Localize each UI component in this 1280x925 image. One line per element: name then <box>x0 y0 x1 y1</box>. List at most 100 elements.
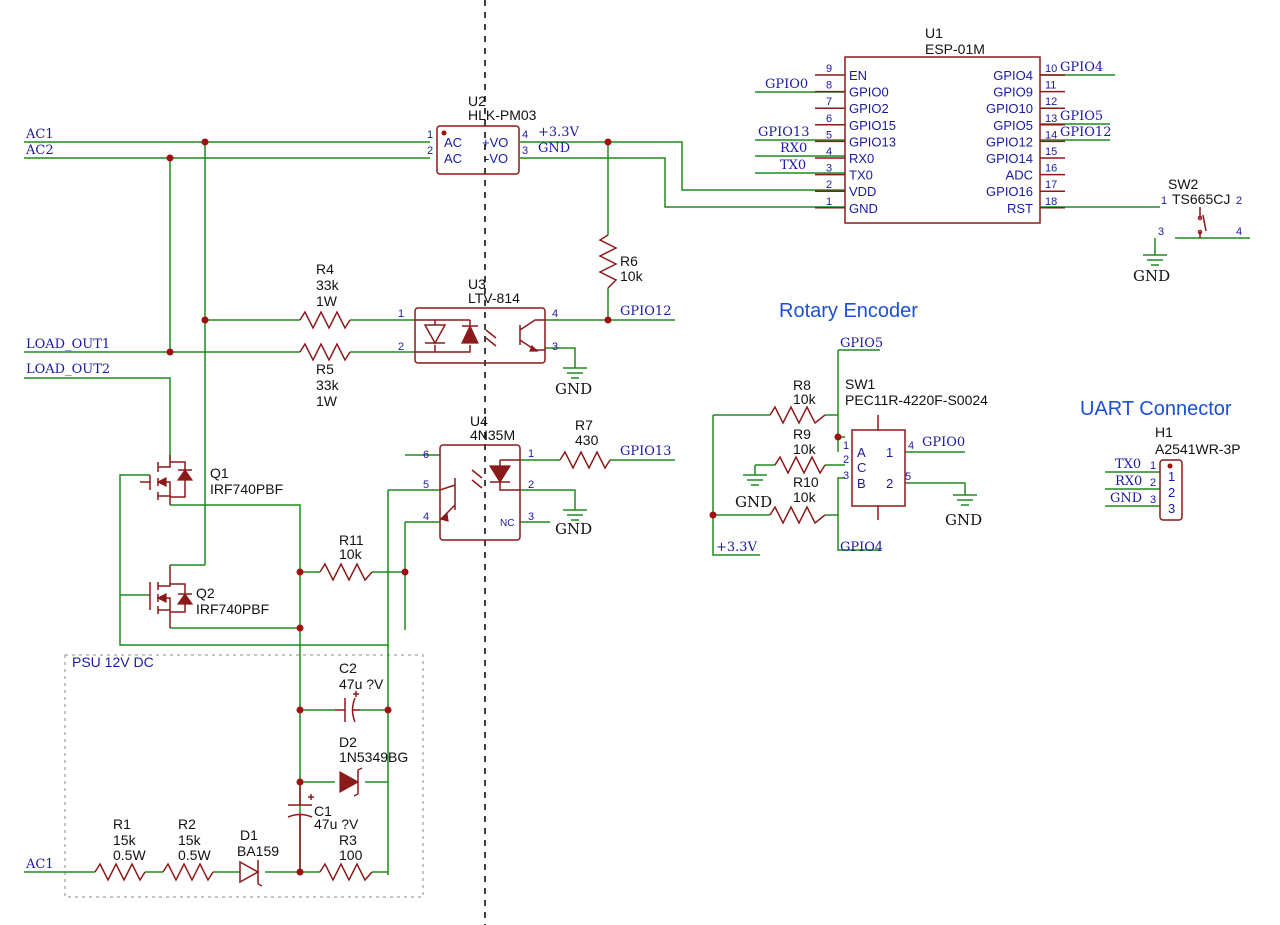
u1-pin-name: GPIO9 <box>993 85 1033 100</box>
resistor-r3[interactable]: R3 100 <box>319 832 373 882</box>
u1-pin-name: RST <box>1007 201 1033 216</box>
resistor-r9[interactable]: R9 10k <box>774 426 826 475</box>
net-ac1-psu: AC1 <box>25 857 54 872</box>
sw1-pec11r[interactable]: SW1 PEC11R-4220F-S0024 1 2 3 4 5 A C B 1… <box>843 376 988 520</box>
net-3v3-enc: +3.3V <box>716 540 758 555</box>
svg-text:1: 1 <box>1150 460 1156 472</box>
u1-pin-name: TX0 <box>849 168 873 183</box>
u4-4n35m[interactable]: U4 4N35M 6 5 4 1 2 3 NC <box>423 413 534 541</box>
mosfet-q2[interactable]: Q2 IRF740PBF <box>149 564 269 628</box>
svg-text:3: 3 <box>1150 494 1156 506</box>
gnd-symbol-u3: GND <box>555 367 592 398</box>
u1-pin-number: 5 <box>826 129 832 141</box>
svg-text:15k: 15k <box>113 832 137 848</box>
svg-text:10k: 10k <box>793 441 817 457</box>
svg-text:33k: 33k <box>316 377 340 393</box>
resistor-r6[interactable]: R6 10k <box>598 234 644 289</box>
mosfet-q1[interactable]: Q1 IRF740PBF <box>140 455 283 505</box>
svg-text:IRF740PBF: IRF740PBF <box>196 601 269 617</box>
u1-pin-number: 16 <box>1045 163 1057 175</box>
net-ac2: AC2 <box>25 143 54 158</box>
svg-text:10k: 10k <box>793 391 817 407</box>
h1-uart-header[interactable]: H1 A2541WR-3P 1 2 3 1 2 3 <box>1150 424 1241 521</box>
svg-text:-VO: -VO <box>485 151 508 166</box>
resistor-r5[interactable]: R5 33k 1W <box>299 342 351 409</box>
sw2-ts665cj[interactable]: SW2 TS665CJ 1 2 3 4 <box>1158 176 1242 238</box>
u1-pin-name: GPIO16 <box>986 184 1033 199</box>
svg-text:NC: NC <box>500 518 514 529</box>
u1-pin-number: 18 <box>1045 196 1057 208</box>
svg-text:HLK-PM03: HLK-PM03 <box>468 107 537 123</box>
svg-text:R5: R5 <box>316 361 334 377</box>
svg-text:U4: U4 <box>470 413 488 429</box>
diode-d1[interactable]: D1 BA159 <box>237 827 279 887</box>
svg-text:3: 3 <box>528 511 534 523</box>
svg-text:BA159: BA159 <box>237 843 279 859</box>
wires <box>24 74 1250 875</box>
svg-text:A: A <box>857 445 866 460</box>
net-gpio12-u3: GPIO12 <box>620 304 671 319</box>
net-3v3-u2: +3.3V <box>538 125 580 140</box>
net-load-out1: LOAD_OUT1 <box>26 337 110 352</box>
net-gpio5-enc: GPIO5 <box>840 336 883 351</box>
u3-ltv-814[interactable]: U3 LTV-814 1 2 4 3 <box>398 276 558 364</box>
svg-text:4: 4 <box>552 308 558 320</box>
u1-pin-name: ADC <box>1006 168 1033 183</box>
net-labels: AC1 AC2 LOAD_OUT1 LOAD_OUT2 +3.3V GND GP… <box>25 60 1142 872</box>
svg-text:R3: R3 <box>339 832 357 848</box>
resistor-r11[interactable]: R11 10k <box>319 532 373 582</box>
svg-text:AC: AC <box>444 151 462 166</box>
resistor-r7[interactable]: R7 430 <box>559 417 611 470</box>
u2-hlk-pm03[interactable]: U2 HLK-PM03 1 2 4 3 AC AC +VO -VO <box>427 93 537 175</box>
svg-text:C2: C2 <box>339 660 357 676</box>
svg-text:R7: R7 <box>575 417 593 433</box>
svg-text:A2541WR-3P: A2541WR-3P <box>1155 441 1241 457</box>
u1-pin-name: GPIO2 <box>849 101 889 116</box>
resistor-r1[interactable]: R1 15k 0.5W <box>94 816 146 882</box>
svg-text:R6: R6 <box>620 253 638 269</box>
net-gpio0-u1: GPIO0 <box>765 77 808 92</box>
svg-text:100: 100 <box>339 847 363 863</box>
svg-text:0.5W: 0.5W <box>113 847 146 863</box>
net-gpio13-r7: GPIO13 <box>620 444 671 459</box>
svg-text:10k: 10k <box>793 489 817 505</box>
u1-pin-name: VDD <box>849 184 876 199</box>
resistor-r4[interactable]: R4 33k 1W <box>299 261 351 330</box>
svg-text:H1: H1 <box>1155 424 1173 440</box>
svg-text:U1: U1 <box>925 25 943 41</box>
svg-text:GND: GND <box>555 520 592 538</box>
svg-text:10k: 10k <box>620 268 644 284</box>
psu-box-label: PSU 12V DC <box>72 654 154 670</box>
svg-text:4: 4 <box>1236 226 1242 238</box>
svg-text:GND: GND <box>1133 267 1170 285</box>
u1-pin-name: GPIO12 <box>986 134 1033 149</box>
net-tx0-u1: TX0 <box>780 158 806 173</box>
svg-text:3: 3 <box>522 145 528 157</box>
net-gpio5-u1: GPIO5 <box>1060 109 1103 124</box>
net-gpio4-u1: GPIO4 <box>1060 60 1103 75</box>
net-load-out2: LOAD_OUT2 <box>26 362 110 377</box>
svg-text:1: 1 <box>1168 469 1175 484</box>
u1-pin-number: 10 <box>1045 63 1057 75</box>
svg-text:4N35M: 4N35M <box>470 427 515 443</box>
u1-pin-name: EN <box>849 68 867 83</box>
u1-pin-number: 4 <box>826 146 832 158</box>
svg-text:2: 2 <box>1150 477 1156 489</box>
u1-pin-number: 6 <box>826 113 832 125</box>
svg-text:R10: R10 <box>793 474 819 490</box>
u1-pin-number: 14 <box>1045 129 1057 141</box>
resistor-r2[interactable]: R2 15k 0.5W <box>162 816 214 882</box>
svg-text:1: 1 <box>1161 195 1167 207</box>
svg-text:1: 1 <box>427 129 433 141</box>
resistor-r8[interactable]: R8 10k <box>769 377 826 425</box>
resistor-r10[interactable]: R10 10k <box>769 474 826 525</box>
zener-diode-d2[interactable]: D2 1N5349BG <box>339 734 408 797</box>
svg-text:GND: GND <box>945 511 982 529</box>
u1-pin-number: 17 <box>1045 179 1057 191</box>
capacitor-c2[interactable]: C2 47u ?V <box>335 660 384 723</box>
svg-text:+VO: +VO <box>482 135 508 150</box>
svg-text:5: 5 <box>423 479 429 491</box>
capacitor-c1[interactable]: C1 47u ?V <box>287 782 359 872</box>
